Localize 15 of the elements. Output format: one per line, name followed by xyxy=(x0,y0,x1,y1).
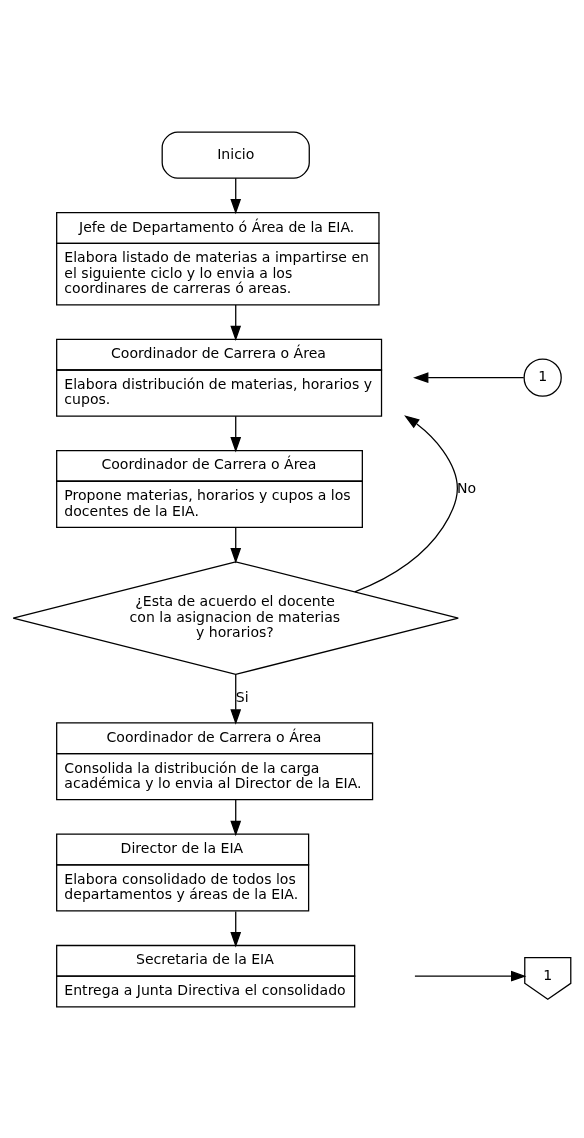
arrow xyxy=(354,414,458,592)
arrow xyxy=(413,371,525,383)
node-circle: 1 xyxy=(523,358,562,397)
node-diamond: ¿Esta de acuerdo el docente con la asignacion de materias y horarios? xyxy=(12,560,459,675)
edge-label: No xyxy=(456,479,477,496)
arrow xyxy=(230,177,242,214)
arrow xyxy=(230,798,242,836)
arrow xyxy=(230,415,242,452)
arrow xyxy=(230,526,242,563)
arrow xyxy=(230,910,242,947)
arrow xyxy=(230,673,242,725)
arrow xyxy=(414,970,527,982)
edge-label: Si xyxy=(235,688,249,705)
arrow xyxy=(230,303,242,341)
node-box: Inicio xyxy=(161,131,310,179)
